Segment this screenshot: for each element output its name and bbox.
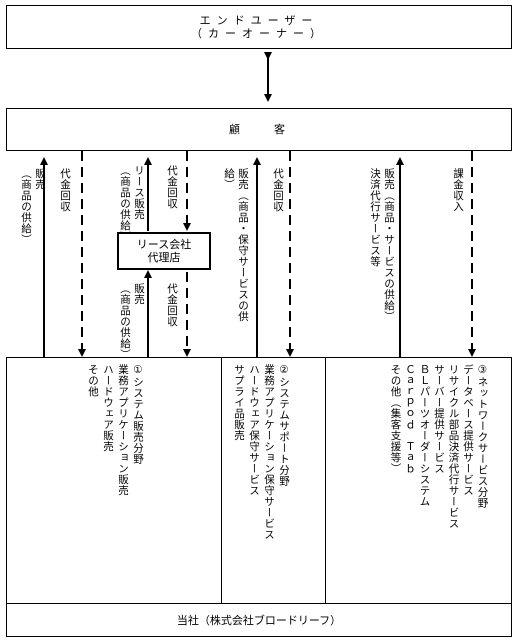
flow-collect-1: 代金回収 bbox=[59, 168, 71, 212]
flow-sales-lower: 販売 （商品の供給） bbox=[119, 283, 145, 360]
flow-collect-2: 代金回収 bbox=[166, 165, 178, 209]
segment-3-text: ③ネットワークサービス分野 データベース提供サービス リサイクル部品決済代行サー… bbox=[389, 364, 489, 529]
end-user-title: エンドユーザー bbox=[199, 14, 319, 27]
segment-2-text: ②システムサポート分野 業務アプリケーション保守サービス ハードウェア保守サービ… bbox=[233, 364, 290, 540]
flow-sales-service: 販売（商品・サービスの供給） 決済代行サービス等 bbox=[369, 168, 395, 322]
flow-collect-4: 代金回収 bbox=[272, 168, 284, 212]
segment-1-text: ①システム販売分野 業務アプリケーション販売 ハードウェア販売 その他 bbox=[87, 364, 144, 496]
end-user-box: エンドユーザー （カーオーナー） bbox=[6, 5, 512, 49]
flow-collect-3: 代金回収 bbox=[166, 283, 178, 327]
agency-box: リース会社 代理店 bbox=[117, 232, 211, 270]
end-user-subtitle: （カーオーナー） bbox=[191, 27, 327, 40]
flow-sales-goods: 販売 （商品の供給） bbox=[20, 168, 46, 245]
customer-box: 顧 客 bbox=[6, 108, 512, 151]
agency-line2: 代理店 bbox=[147, 251, 181, 264]
flow-sales-maint: 販売（商品・保守サービスの供 給） bbox=[223, 168, 249, 322]
company-label: 当社（株式会社ブロードリーフ） bbox=[176, 613, 342, 627]
agency-line1: リース会社 bbox=[136, 238, 192, 251]
customer-label: 顧 客 bbox=[229, 123, 289, 136]
flow-billing: 課金収入 bbox=[452, 168, 464, 212]
company-box: 当社（株式会社ブロードリーフ） bbox=[6, 603, 512, 637]
flow-lease-sales: リース販売 （商品の供給） bbox=[119, 165, 145, 242]
